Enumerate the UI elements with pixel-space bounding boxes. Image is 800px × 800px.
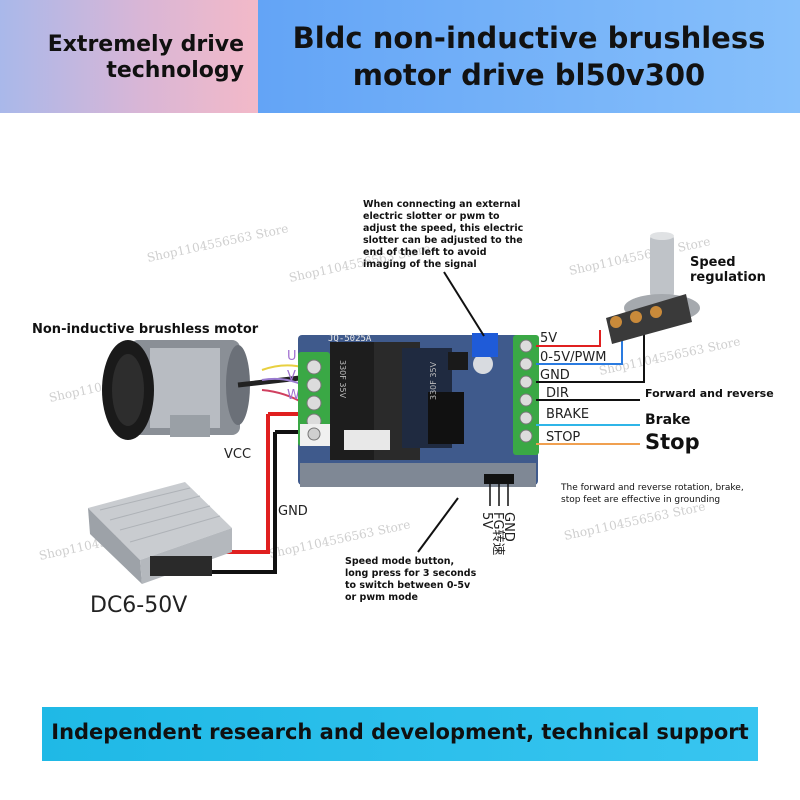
wire-pwm <box>536 330 623 365</box>
brand-tagline: Extremely drive technology <box>48 32 244 84</box>
header-brand-panel: Extremely drive technology <box>0 0 258 113</box>
external-pwm-note: When connecting an external electric slo… <box>363 199 523 270</box>
power-supply <box>88 482 232 584</box>
trimmer-pointer-line <box>443 271 485 337</box>
terminal-brake-label: BRAKE <box>546 407 589 422</box>
footer-banner: Independent research and development, te… <box>42 707 758 761</box>
watermark-1: Shop1104556563 Store <box>146 221 290 265</box>
speed-mode-note: Speed mode button, long press for 3 seco… <box>345 556 477 603</box>
footer-text: Independent research and development, te… <box>51 720 749 744</box>
product-title: Bldc non-inductive brushless motor drive… <box>258 20 800 94</box>
pin-5v-label: 5V <box>479 512 494 529</box>
wire-5v <box>536 330 601 347</box>
terminal-u-label: U <box>287 349 297 364</box>
svg-text:Speed mode button,: Speed mode button, <box>345 556 454 567</box>
vcc-label: VCC <box>224 447 251 462</box>
svg-text:or pwm mode: or pwm mode <box>345 592 418 603</box>
power-gnd-label: GND <box>278 504 308 519</box>
wire-gnd <box>536 330 645 383</box>
grounding-note-line2: stop feet are effective in grounding <box>561 495 720 505</box>
control-terminal-block <box>513 335 539 455</box>
svg-text:long press for 3 seconds: long press for 3 seconds <box>345 568 477 579</box>
header-title-panel: Bldc non-inductive brushless motor drive… <box>258 0 800 113</box>
watermark-7: Shop1104556563 Store <box>268 517 412 561</box>
grounding-note-line1: The forward and reverse rotation, brake, <box>560 483 744 493</box>
svg-text:imaging of the signal: imaging of the signal <box>363 259 477 270</box>
svg-text:electric slotter or pwm to: electric slotter or pwm to <box>363 211 500 222</box>
brushless-motor <box>102 340 301 440</box>
board-cap2: 330F 35V <box>429 361 438 400</box>
product-title-line1: Bldc non-inductive brushless <box>292 21 766 55</box>
speed-regulation-line1: Speed <box>690 255 736 270</box>
speed-trimmer[interactable] <box>472 333 498 357</box>
terminal-dir-label: DIR <box>546 386 569 401</box>
terminal-w-label: W <box>287 388 300 403</box>
board-model: JQ-5025A <box>328 334 372 344</box>
pin-fg-label: FG转速 <box>490 512 505 556</box>
svg-text:end of the left to avoid: end of the left to avoid <box>363 247 487 258</box>
board-cap1: 330F 35V <box>338 360 347 399</box>
motor-terminal-block <box>298 352 330 446</box>
terminal-stop-label: STOP <box>546 430 580 445</box>
brake-label: Brake <box>645 412 690 428</box>
terminal-gnd-label: GND <box>540 368 570 383</box>
brand-tagline-line2: technology <box>106 58 244 83</box>
signal-header-pins <box>484 474 514 506</box>
pin-gnd-label: GND <box>501 512 516 542</box>
svg-text:to switch between 0-5v: to switch between 0-5v <box>345 580 471 591</box>
driver-board: JQ-5025A 330F 35V 330F 35V <box>298 334 538 487</box>
motor-label: Non-inductive brushless motor <box>32 322 259 337</box>
watermark-8: Shop1104556563 Store <box>563 499 707 543</box>
svg-text:slotter can be adjusted to the: slotter can be adjusted to the <box>363 235 523 246</box>
forward-reverse-label: Forward and reverse <box>645 387 774 400</box>
terminal-5v-label: 5V <box>540 331 557 346</box>
terminal-v-label: V <box>287 369 296 384</box>
power-supply-label: DC6-50V <box>90 593 187 618</box>
product-title-line2: motor drive bl50v300 <box>352 58 706 92</box>
mode-button-pointer-line <box>417 497 459 553</box>
svg-text:adjust the speed, this electri: adjust the speed, this electric <box>363 223 523 234</box>
svg-text:When connecting an external: When connecting an external <box>363 199 520 210</box>
speed-potentiometer[interactable] <box>606 232 700 344</box>
stop-label: Stop <box>645 430 700 454</box>
terminal-pwm-label: 0-5V/PWM <box>540 350 606 365</box>
speed-regulation-line2: regulation <box>690 270 766 285</box>
brand-tagline-line1: Extremely drive <box>47 32 244 57</box>
